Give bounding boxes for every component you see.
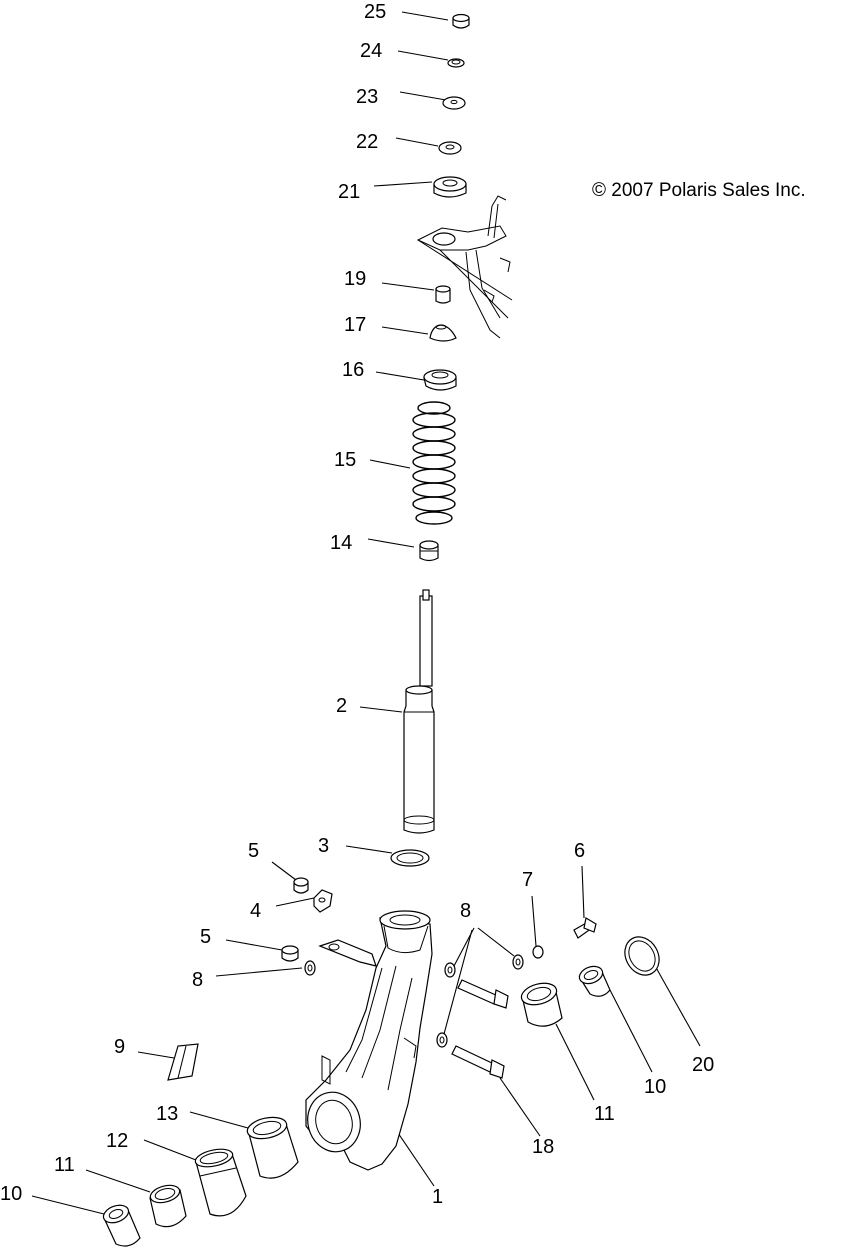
callout-17: 17 [344, 314, 366, 336]
part-washer-23 [442, 96, 466, 110]
callout-4: 4 [250, 900, 261, 922]
part-bearing-plate [433, 176, 467, 198]
part-nut-top [452, 13, 470, 29]
callout-11-right: 11 [594, 1103, 615, 1125]
part-washer-7 [532, 945, 544, 959]
part-bolt-upper [457, 979, 509, 1009]
part-washer-8-right-c [436, 1032, 448, 1048]
callout-15: 15 [334, 449, 356, 471]
part-bearing-race-left [149, 1184, 187, 1228]
callout-8-right: 8 [460, 900, 471, 922]
callout-14: 14 [330, 532, 352, 554]
copyright-text: © 2007 Polaris Sales Inc. [592, 180, 806, 201]
part-cup [429, 324, 457, 342]
part-nut-5-lower [281, 945, 299, 962]
callout-21: 21 [338, 181, 360, 203]
callout-2: 2 [336, 695, 347, 717]
part-washer-8-right-a [512, 954, 524, 970]
callout-13: 13 [156, 1103, 178, 1125]
part-seal-12 [194, 1148, 247, 1217]
part-seal-right [624, 936, 660, 976]
callout-23: 23 [356, 86, 378, 108]
callout-25: 25 [364, 1, 386, 23]
part-washer-8-left [304, 960, 316, 976]
leader-lines [31, 11, 701, 1215]
callout-8-left: 8 [192, 969, 203, 991]
part-washer-8-right-b [444, 962, 456, 978]
callout-9: 9 [114, 1036, 125, 1058]
callout-10-right: 10 [644, 1076, 666, 1098]
part-mounting-bracket [416, 195, 513, 339]
callout-11-left: 11 [54, 1154, 75, 1176]
part-bushing [435, 285, 451, 304]
part-bolt-18 [451, 1045, 505, 1079]
callout-20: 20 [692, 1054, 714, 1076]
part-strut-shaft [419, 589, 433, 687]
callout-1: 1 [432, 1186, 443, 1208]
part-o-ring [390, 849, 430, 867]
callout-3: 3 [318, 835, 329, 857]
callout-7: 7 [522, 869, 533, 891]
part-coil-spring [412, 401, 456, 525]
callout-6: 6 [574, 840, 585, 862]
part-bearing-race-right [520, 982, 563, 1027]
callout-5-upper: 5 [248, 840, 259, 862]
part-bump-stop [419, 540, 439, 562]
part-nut-5-upper [293, 877, 309, 894]
part-bearing-left [102, 1204, 141, 1247]
callout-10-left: 10 [0, 1183, 22, 1205]
part-seal-13 [246, 1116, 299, 1179]
part-strut-body [403, 685, 435, 834]
callout-18: 18 [532, 1136, 554, 1158]
part-clip [313, 889, 333, 913]
part-lock-nut [447, 58, 465, 68]
part-washer-22 [438, 141, 462, 155]
part-knuckle [305, 910, 433, 1171]
callout-12: 12 [106, 1130, 128, 1152]
callout-22: 22 [356, 131, 378, 153]
callout-24: 24 [360, 40, 382, 62]
callout-16: 16 [342, 359, 364, 381]
part-shield [167, 1043, 199, 1081]
part-spring-seat [423, 369, 457, 391]
callout-19: 19 [344, 268, 366, 290]
part-bolt-6 [573, 917, 597, 939]
callout-5-lower: 5 [200, 926, 211, 948]
part-bearing-right [578, 965, 611, 997]
